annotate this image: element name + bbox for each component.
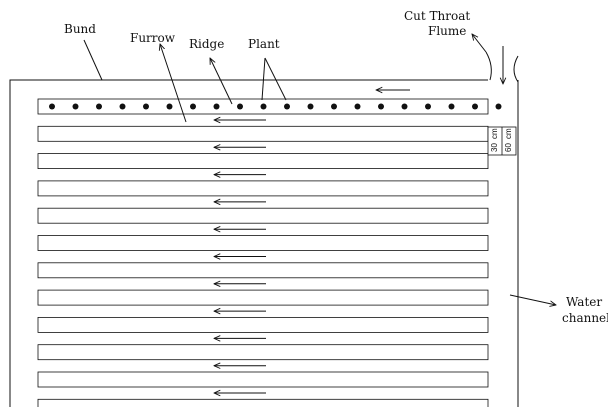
plant-leader-b [264,57,287,101]
flume-leader [472,34,487,53]
plant-7 [190,103,196,110]
ridge-2 [37,125,489,142]
plant-8 [213,103,220,110]
ridge-leader [210,58,233,105]
ridge-5 [37,207,489,224]
plant-leader-a [261,57,266,101]
plant-18 [448,103,455,110]
ridges-group [37,98,489,407]
plant-1 [49,103,55,110]
dimension-box: 30 cm 60 cm [487,126,517,156]
ridge-3 [37,153,489,170]
water-channel-label-line1: Water [566,295,602,309]
plant-12 [307,103,314,110]
plant-label: Plant [248,37,280,51]
dim-cm-label-a: cm [490,128,499,139]
ridge-4 [37,180,489,197]
flume-label-line1: Cut Throat [404,9,470,23]
ridge-7 [37,262,489,279]
dim-cm-label-b: cm [504,128,513,139]
flume-label-line2: Flume [428,24,466,38]
ridge-12 [37,398,489,407]
ridge-6 [37,235,489,251]
plant-6 [166,103,173,110]
water-channel-leader [509,294,556,305]
plant-20 [495,103,502,110]
water-channel-label-line2: channel [562,311,608,325]
ridge-label: Ridge [189,37,224,51]
plant-4 [119,103,126,110]
plant-14 [354,103,361,110]
dim-60-label: 60 [504,143,513,152]
plant-16 [401,103,408,110]
furrow-label: Furrow [130,31,176,45]
plant-17 [425,103,431,110]
field-bund [9,79,488,407]
plant-5 [143,103,149,110]
plant-3 [96,103,102,110]
plant-13 [331,103,337,110]
dim-30-label: 30 [490,143,499,152]
ridge-9 [37,316,489,333]
cut-throat-flume-right [513,55,519,83]
plant-15 [378,103,384,110]
ridge-8 [37,289,489,306]
plant-19 [472,103,478,110]
plant-10 [260,103,267,110]
plants-group [49,103,502,110]
bund-label: Bund [64,22,96,36]
ridge-11 [37,371,489,388]
plant-11 [284,103,290,110]
ridge-10 [37,344,489,361]
furrow-leader [160,44,187,123]
plant-2 [72,103,79,110]
plant-9 [237,103,243,110]
bund-leader [83,39,103,81]
cut-throat-flume-left [485,51,492,81]
